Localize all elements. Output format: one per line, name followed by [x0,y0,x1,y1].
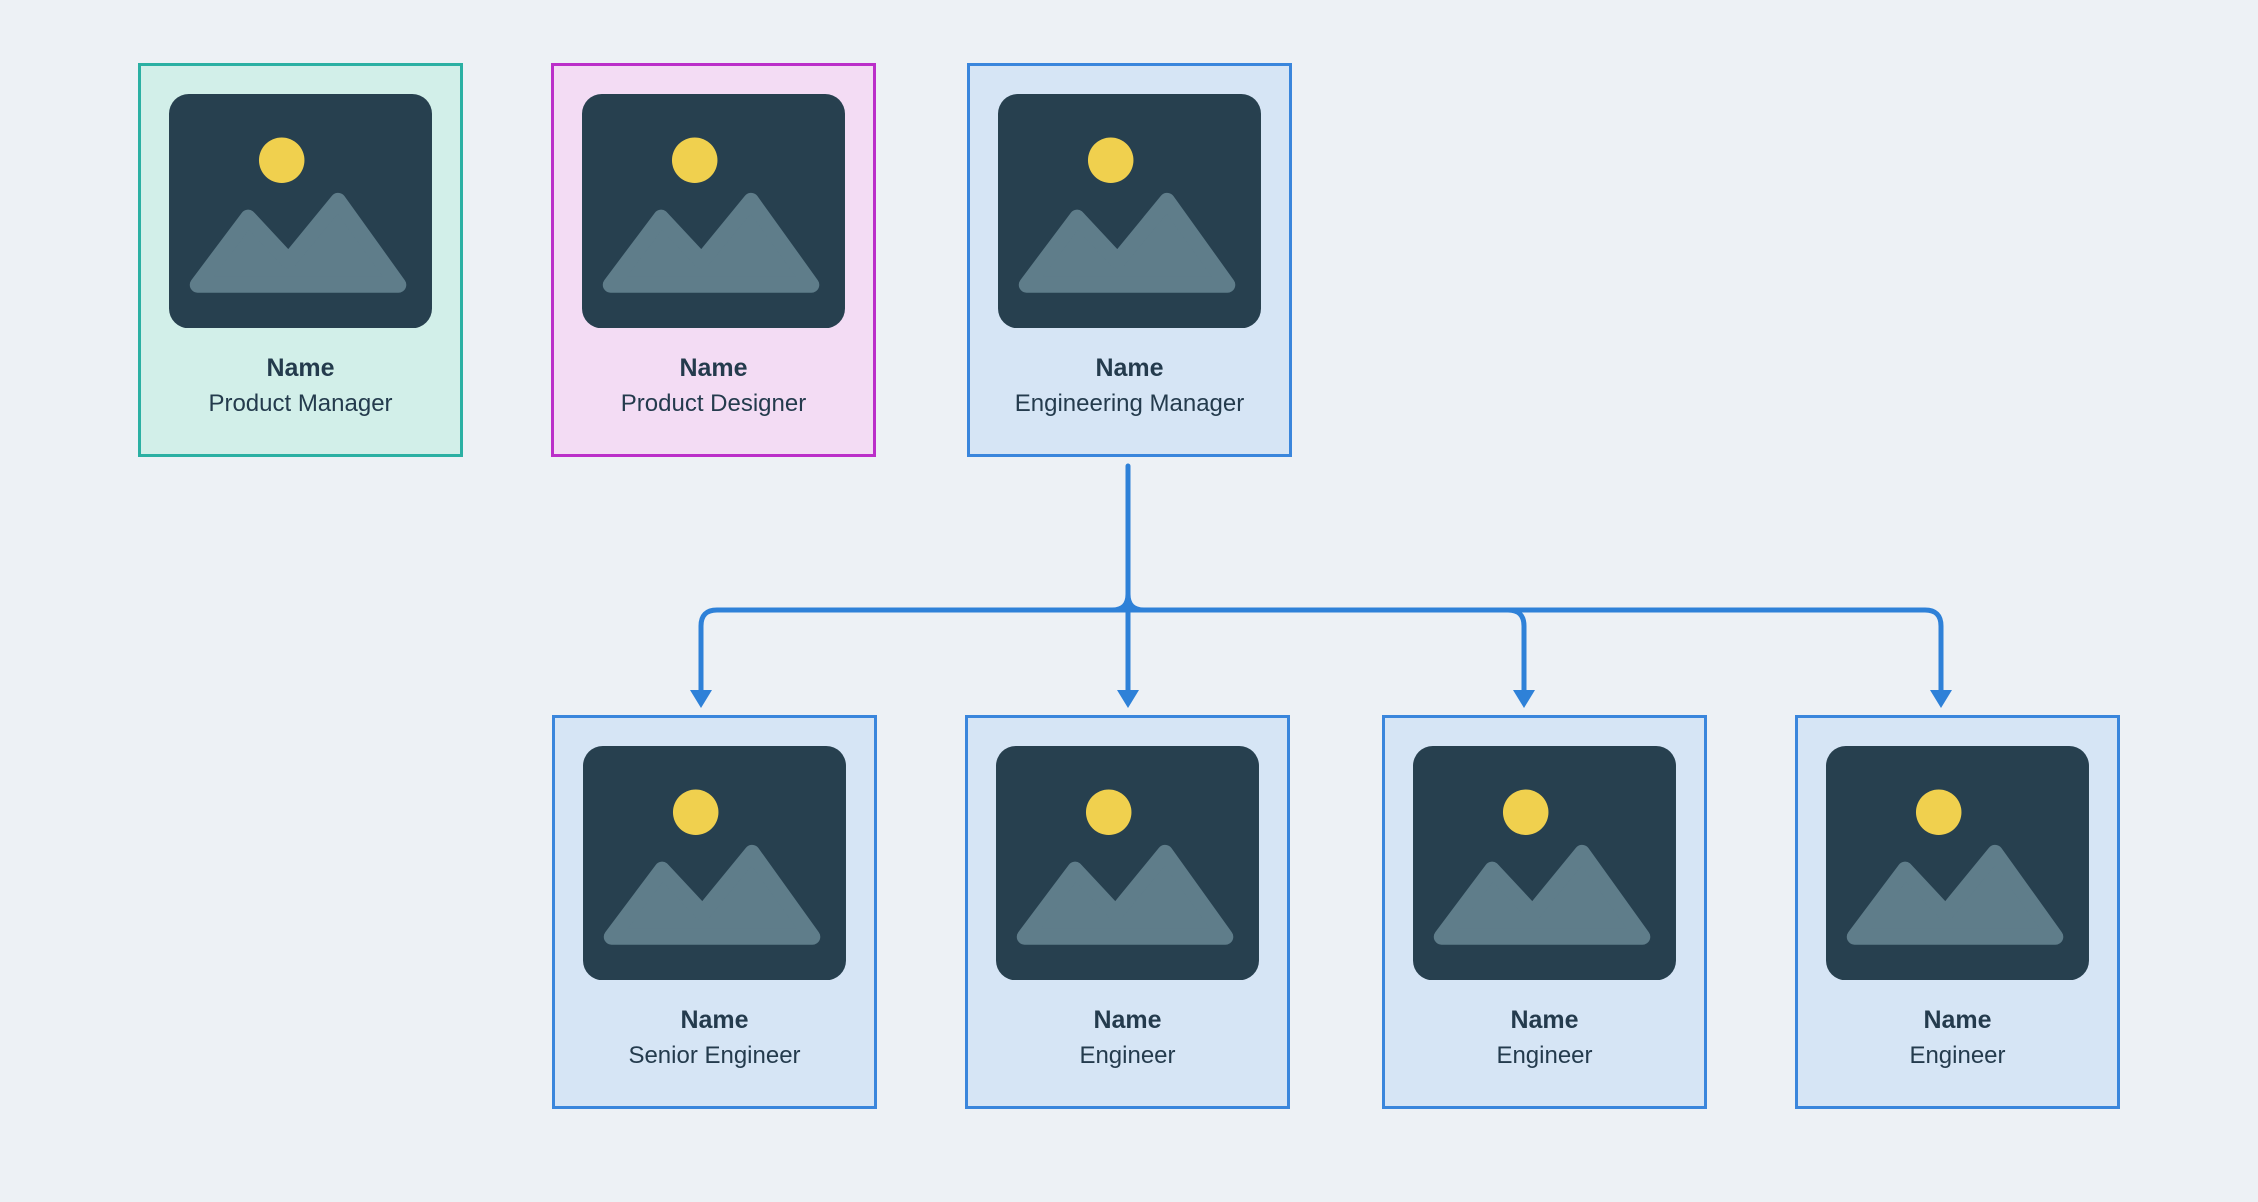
image-placeholder-icon [998,94,1261,329]
card-engineer-3[interactable]: Name Engineer [1795,715,2120,1109]
person-role: Engineer [1909,1042,2006,1070]
image-placeholder-icon [1826,746,2089,981]
mountains-icon [1016,844,1234,945]
person-role: Product Designer [620,390,807,418]
sun-icon [671,137,718,183]
connector-junction-fillet [1109,591,1147,613]
photo-frame [1413,746,1676,981]
sun-icon [1915,789,1962,835]
image-placeholder-icon [582,94,845,329]
card-engineer-1[interactable]: Name Engineer [965,715,1290,1109]
sun-icon [1502,789,1549,835]
photo-frame [1826,746,2089,981]
sun-icon [672,789,719,835]
card-senior-engineer[interactable]: Name Senior Engineer [552,715,877,1109]
person-name: Name [1510,1006,1579,1035]
person-name: Name [266,354,335,383]
person-role: Engineer [1079,1042,1176,1070]
image-placeholder-icon [996,746,1259,981]
card-product-manager[interactable]: Name Product Manager [138,63,463,457]
photo-frame [169,94,432,329]
person-name: Name [679,354,748,383]
card-product-designer[interactable]: Name Product Designer [551,63,876,457]
arrow-down-icon [1117,690,1139,708]
arrow-down-icon [1513,690,1535,708]
image-placeholder-icon [169,94,432,329]
photo-frame [998,94,1261,329]
mountains-icon [1846,844,2064,945]
photo-frame [583,746,846,981]
person-name: Name [1095,354,1164,383]
person-name: Name [1093,1006,1162,1035]
connector-branch [1505,607,1527,695]
sun-icon [258,137,305,183]
mountains-icon [602,192,820,293]
photo-frame [582,94,845,329]
sun-icon [1085,789,1132,835]
card-engineer-2[interactable]: Name Engineer [1382,715,1707,1109]
card-engineering-manager[interactable]: Name Engineering Manager [967,63,1292,457]
person-name: Name [680,1006,749,1035]
arrow-down-icon [1930,690,1952,708]
mountains-icon [1018,192,1236,293]
photo-frame [996,746,1259,981]
sun-icon [1087,137,1134,183]
connector-arrowheads [690,690,1952,708]
mountains-icon [603,844,821,945]
connector-rail [698,607,1944,695]
image-placeholder-icon [1413,746,1676,981]
person-role: Engineering Manager [1014,390,1245,418]
person-role: Product Manager [208,390,393,418]
person-name: Name [1923,1006,1992,1035]
person-role: Senior Engineer [628,1042,801,1070]
person-role: Engineer [1496,1042,1593,1070]
arrow-down-icon [690,690,712,708]
mountains-icon [1433,844,1651,945]
mountains-icon [189,192,407,293]
image-placeholder-icon [583,746,846,981]
